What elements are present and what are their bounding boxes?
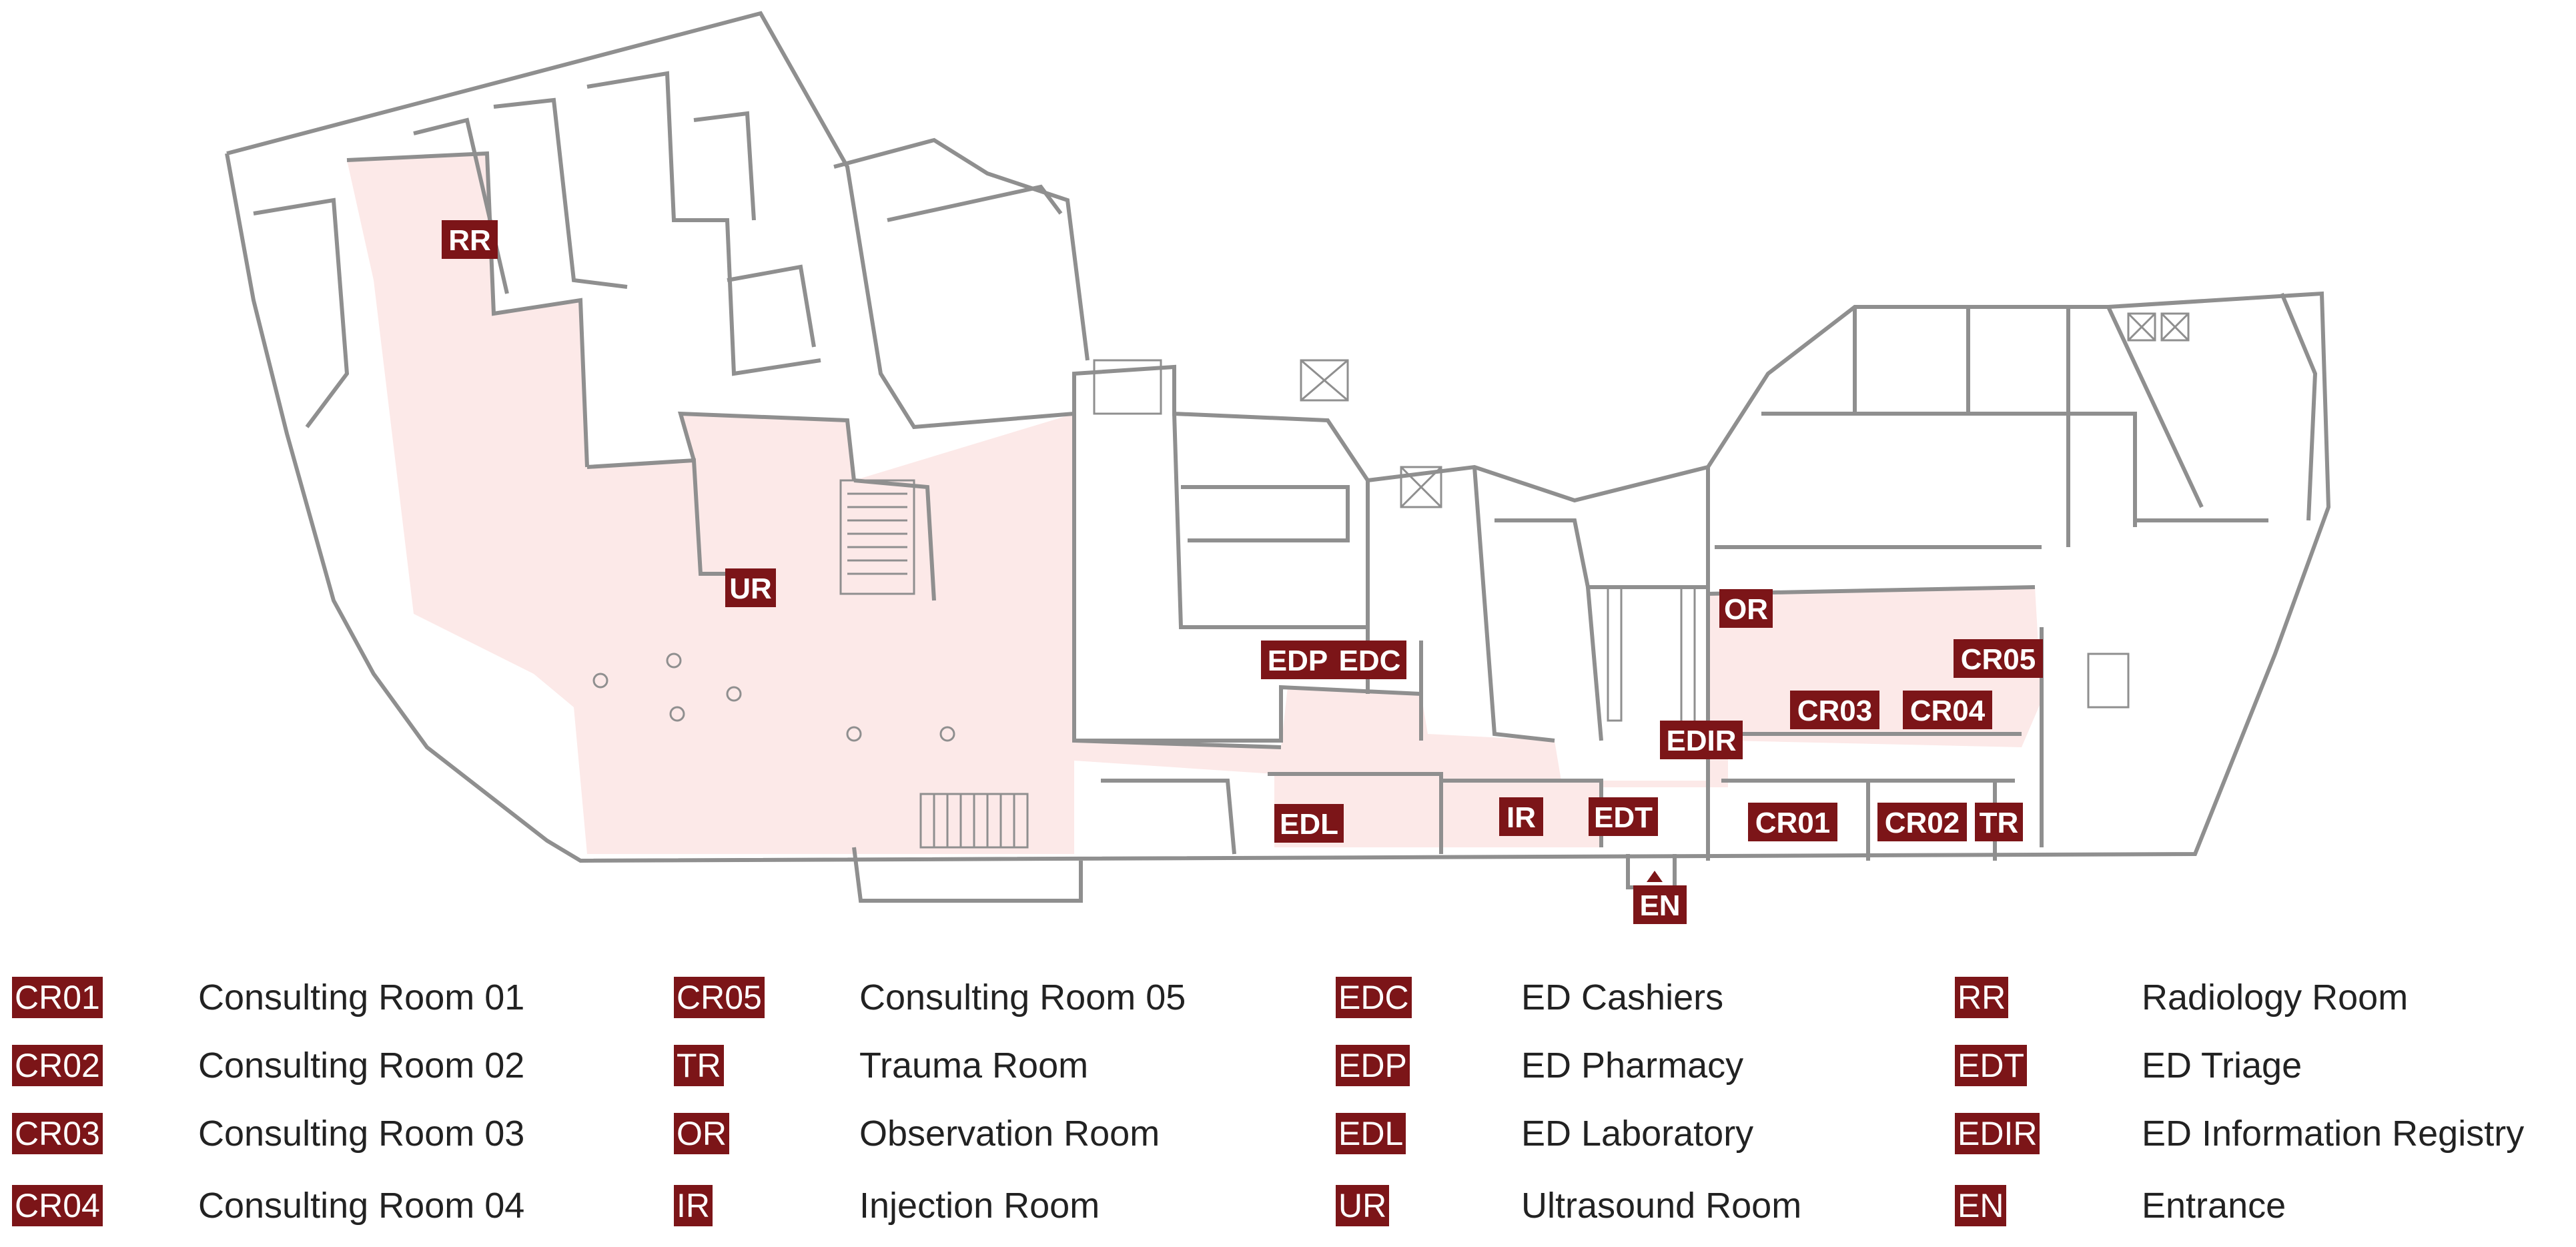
room-label-text: CR02: [1885, 807, 1960, 839]
room-label-edl: EDL: [1274, 804, 1344, 843]
room-label-text: CR03: [1797, 695, 1873, 727]
room-label-text: EN: [1639, 889, 1680, 922]
room-label-tr: TR: [1975, 803, 2023, 841]
entrance-arrow: [1647, 871, 1663, 882]
room-label-text: RR: [448, 224, 491, 257]
room-label-or: OR: [1719, 589, 1773, 628]
room-label-en: EN: [1633, 885, 1687, 924]
room-label-text: EDT: [1594, 801, 1653, 834]
room-label-text: EDIR: [1666, 725, 1736, 757]
room-label-cr04: CR04: [1903, 691, 1992, 729]
room-label-text: UR: [729, 572, 772, 605]
room-label-cr02: CR02: [1877, 803, 1967, 841]
room-label-cr03: CR03: [1790, 691, 1879, 729]
room-label-edc: EDC: [1333, 641, 1406, 679]
room-label-edir: EDIR: [1660, 721, 1743, 759]
room-label-text: EDL: [1280, 808, 1338, 841]
highlight-area: [347, 153, 2042, 854]
room-label-text: CR05: [1961, 643, 2036, 676]
room-label-text: EDC: [1339, 645, 1401, 677]
room-label-ir: IR: [1499, 797, 1543, 836]
room-label-cr01: CR01: [1748, 803, 1837, 841]
room-label-cr05: CR05: [1954, 639, 2043, 678]
room-label-text: CR04: [1910, 695, 1986, 727]
room-label-rr: RR: [442, 220, 498, 259]
room-label-text: EDP: [1268, 645, 1328, 677]
room-label-edt: EDT: [1589, 797, 1658, 836]
room-label-text: TR: [1980, 807, 2019, 839]
room-label-ur: UR: [725, 568, 776, 607]
room-label-edp: EDP: [1261, 641, 1334, 679]
room-label-text: IR: [1507, 801, 1536, 834]
room-label-text: OR: [1724, 593, 1768, 626]
room-label-text: CR01: [1755, 807, 1831, 839]
columns: [592, 653, 955, 742]
